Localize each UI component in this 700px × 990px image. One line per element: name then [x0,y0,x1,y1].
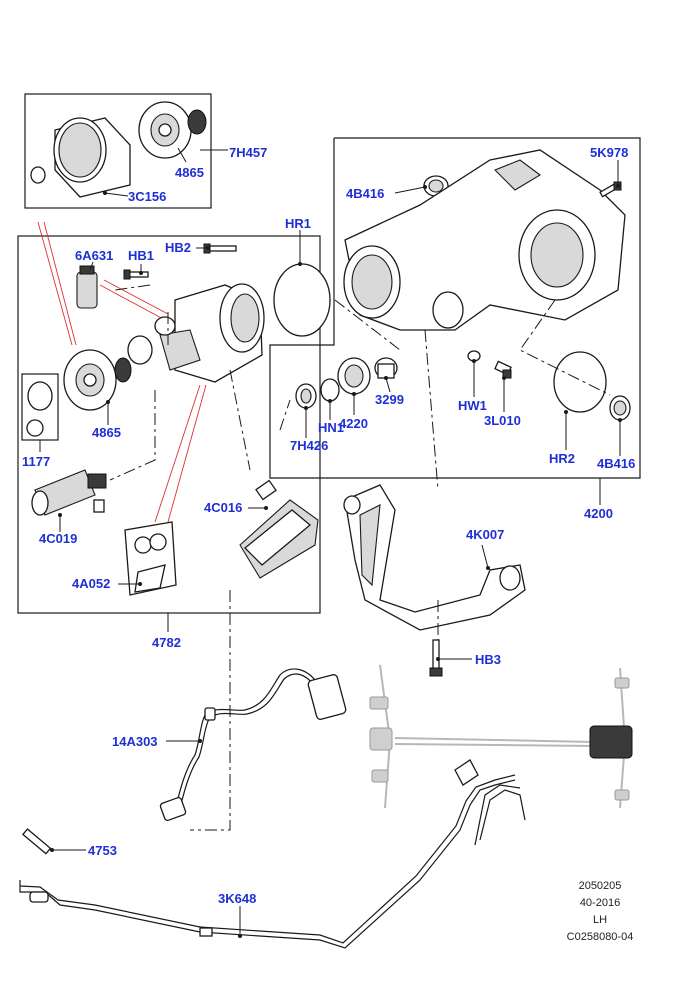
callout-7H457: 7H457 [229,145,267,160]
callout-4A052: 4A052 [72,576,110,591]
callout-14A303: 14A303 [112,734,158,749]
leader-lines [39,147,622,938]
seal-4B416-right [609,395,631,421]
reference-illustration-id: C0258080-04 [566,931,634,943]
callout-4B416-right: 4B416 [597,456,635,471]
plug-3L010 [494,360,512,379]
callout-HB3: HB3 [475,652,501,667]
centre-lines [109,284,611,831]
callout-1177: 1177 [22,454,50,469]
wiring-harness-14A303 [159,668,347,822]
callout-3K648: 3K648 [218,891,256,906]
callout-4B416-top: 4B416 [346,186,384,201]
callout-HB1: HB1 [128,248,154,263]
o-ring-HR2 [553,351,607,413]
bearing-4220 [337,357,371,395]
callout-4220: 4220 [339,416,368,431]
bolt-HB1 [123,269,149,280]
callout-3C156: 3C156 [128,189,166,204]
differential-housing [343,149,626,331]
reference-block: 2050205 40-2016 LH C0258080-04 [560,878,640,946]
coupling-kit-group [24,93,212,209]
callout-3L010: 3L010 [484,413,521,428]
callout-4865-left: 4865 [92,425,121,440]
red-leader-lines [37,221,207,523]
control-module-4C016 [239,479,319,579]
pump-assembly-frame [17,235,321,614]
callout-7H426: 7H426 [290,438,328,453]
driveline-overview [369,664,633,809]
callout-4865-top: 4865 [175,165,204,180]
callout-HN1: HN1 [318,420,344,435]
ring-set-1177 [21,373,59,441]
solenoid-4C019 [31,469,107,516]
callout-4C019: 4C019 [39,531,77,546]
callout-4K007: 4K007 [466,527,504,542]
bolt-HB3 [429,639,443,677]
seal-7H426 [295,383,317,409]
o-ring-HR1 [273,263,331,337]
callout-HR1: HR1 [285,216,311,231]
callout-4C016: 4C016 [204,500,242,515]
callout-4753: 4753 [88,843,117,858]
filter-6A631 [76,265,98,309]
circlip-small [30,166,46,184]
differential-frame [269,137,641,479]
callout-HB2: HB2 [165,240,191,255]
reference-side: LH [592,914,608,926]
callout-3299: 3299 [375,392,404,407]
coupling-4865-top [138,101,207,159]
seal-kit-4A052 [124,521,177,596]
callout-4200: 4200 [584,506,613,521]
callout-6A631: 6A631 [75,248,113,263]
callout-labels: 7H457 4865 3C156 6A631 HB1 HB2 HR1 4B416… [22,145,635,906]
fitting-4753 [22,828,52,903]
ring-HN1 [320,378,340,402]
reference-date: 40-2016 [579,897,621,909]
sleeve-3C156 [53,117,131,198]
callout-5K978: 5K978 [590,145,628,160]
bearing-3299 [374,357,398,379]
coupling-4865-left [63,349,132,411]
callout-HR2: HR2 [549,451,575,466]
pump-motor-body [127,283,265,383]
callout-4782: 4782 [152,635,181,650]
reference-code: 2050205 [578,880,622,892]
callout-HW1: HW1 [458,398,487,413]
coupling-kit-frame [24,93,212,209]
mounting-bracket-4K007 [343,484,526,631]
